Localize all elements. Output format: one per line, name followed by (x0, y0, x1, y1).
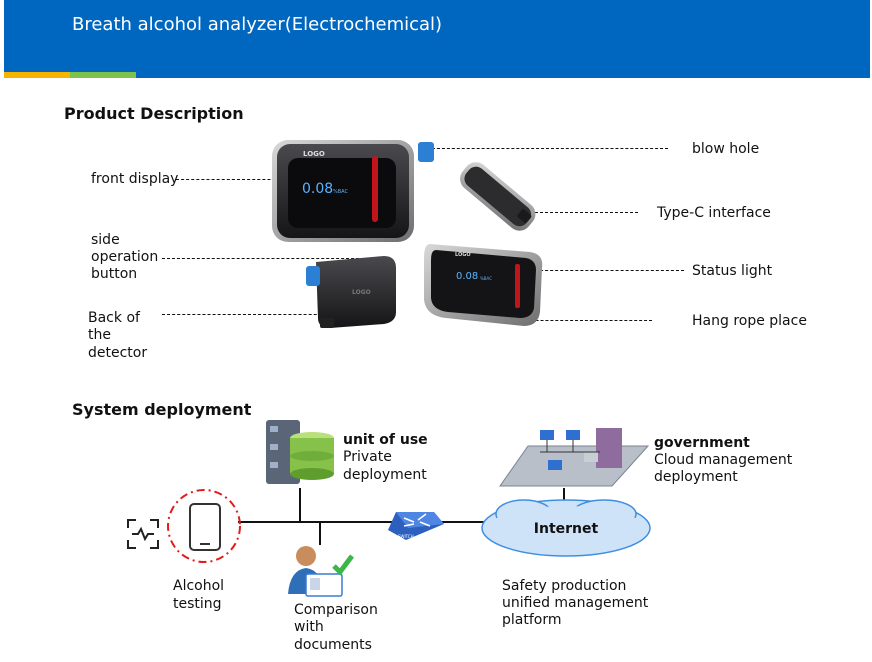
back-blow-hole-icon (306, 266, 320, 286)
leader-back (162, 314, 342, 315)
label-status-light: Status light (692, 263, 773, 279)
label-front-display: front display (91, 171, 179, 187)
unit-of-use-line-1: Private (343, 449, 392, 465)
alcohol-testing-line-2: testing (173, 596, 222, 612)
device-reading-front: 0.08 (302, 181, 333, 197)
device-reading-angled: 0.08 (456, 271, 478, 282)
government-title: government (654, 435, 750, 451)
comparison-line-3: documents (294, 637, 372, 653)
product-description-title: Product Description (64, 104, 244, 123)
platform-line-1: Safety production (502, 578, 627, 594)
label-side-button-1: side (91, 232, 120, 248)
leader-type-c (520, 212, 638, 213)
label-back-3: detector (88, 345, 148, 361)
alcohol-testing-line-1: Alcohol (173, 578, 225, 594)
device-logo-back: LOGO (352, 289, 371, 296)
header-stripe-yellow (4, 72, 70, 78)
header-bar: Breath alcohol analyzer(Electrochemical) (4, 0, 870, 78)
leader-status-light (530, 270, 684, 271)
leader-blow-hole (432, 148, 668, 149)
government-line-1: Cloud management (654, 452, 793, 468)
platform-line-3: platform (502, 612, 562, 628)
device-front: LOGO 0.08 %BAC (272, 140, 434, 242)
blow-hole-icon (418, 142, 434, 162)
leader-hang-rope (506, 320, 652, 321)
header-stripe-green (70, 72, 136, 78)
header-stripe-blue (136, 72, 870, 78)
device-unit-front: %BAC (333, 189, 349, 195)
label-hang-rope: Hang rope place (692, 313, 807, 329)
device-angled: LOGO 0.08 %BAC (424, 244, 543, 326)
label-blow-hole: blow hole (692, 141, 760, 157)
unit-of-use-line-2: deployment (343, 467, 427, 483)
device-logo-front: LOGO (303, 150, 325, 158)
label-back-1: Back of (88, 310, 140, 326)
system-deployment-title: System deployment (72, 400, 252, 419)
page-title: Breath alcohol analyzer(Electrochemical) (72, 14, 443, 35)
label-type-c: Type-C interface (657, 205, 771, 221)
label-side-button-2: operation (91, 249, 159, 265)
device-side (460, 162, 536, 231)
label-side-button-3: button (91, 266, 138, 282)
leader-front-display (176, 179, 306, 180)
government-line-2: deployment (654, 469, 738, 485)
device-back: LOGO (306, 256, 396, 328)
unit-of-use-title: unit of use (343, 432, 428, 448)
label-back-2: the (88, 327, 111, 343)
comparison-line-1: Comparison (294, 602, 378, 618)
platform-line-2: unified management (502, 595, 649, 611)
device-unit-angled: %BAC (480, 276, 492, 281)
device-logo-angled: LOGO (455, 252, 471, 258)
leader-side-button (162, 258, 364, 259)
comparison-line-2: with (294, 619, 324, 635)
